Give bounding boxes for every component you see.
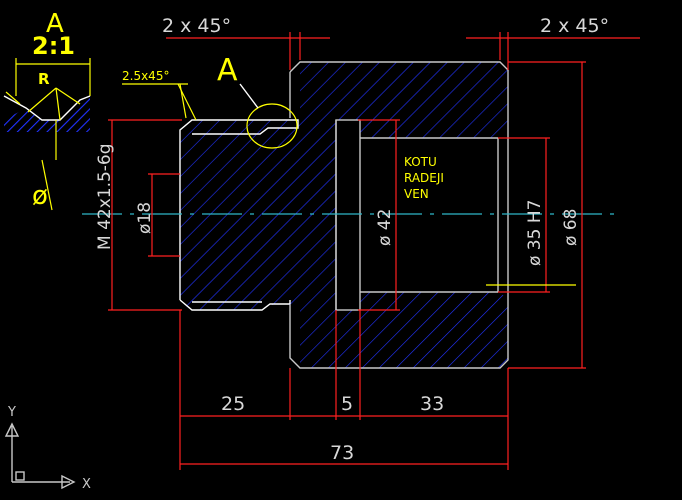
detail-callout: A — [217, 53, 298, 149]
note-line-2: RADEJI — [404, 171, 444, 185]
ucs-y-label: Y — [7, 405, 16, 420]
callout-label: A — [217, 53, 238, 88]
dim-d68: ø 68 — [508, 61, 586, 369]
chamfer-dims: 2 x 45° 2 x 45° — [162, 15, 640, 70]
length-dims: 25 5 33 73 — [179, 310, 509, 470]
dim-d42: ø 42 — [358, 119, 400, 311]
dim-d18-label: ø18 — [135, 202, 155, 234]
ucs-x-label: X — [82, 477, 91, 492]
len-33-label: 33 — [420, 393, 444, 415]
dim-d42-label: ø 42 — [375, 209, 395, 246]
note-line-3: VEN — [404, 187, 429, 201]
len-73-label: 73 — [330, 442, 354, 464]
dim-d68-label: ø 68 — [561, 209, 581, 246]
thread-outline — [179, 119, 299, 311]
section-hatch — [180, 62, 508, 368]
chamfer-note: 2.5x45° — [122, 69, 169, 83]
detail-scale: 2:1 — [32, 32, 75, 60]
ucs-icon: Y X — [4, 405, 91, 492]
part-outline — [289, 61, 509, 369]
len-5-label: 5 — [341, 393, 353, 415]
chamfer-note-group: 2.5x45° — [122, 69, 197, 121]
detail-view: A 2:1 R ø — [3, 9, 91, 211]
chamfer-right-label: 2 x 45° — [540, 15, 609, 37]
dim-d35: ø 35 H7 — [486, 137, 576, 293]
detail-diameter: ø — [32, 181, 48, 211]
detail-radius: R — [38, 70, 50, 88]
detail-label: A — [46, 9, 64, 39]
chamfer-left-label: 2 x 45° — [162, 15, 231, 37]
note-block: KOTU RADEJI VEN — [404, 155, 444, 201]
dim-d35-label: ø 35 H7 — [525, 200, 545, 266]
len-25-label: 25 — [221, 393, 245, 415]
thread-dim: M 42x1.5-6g — [95, 119, 182, 311]
note-line-1: KOTU — [404, 155, 437, 169]
dim-d18: ø18 — [135, 173, 180, 257]
thread-label: M 42x1.5-6g — [95, 143, 115, 250]
